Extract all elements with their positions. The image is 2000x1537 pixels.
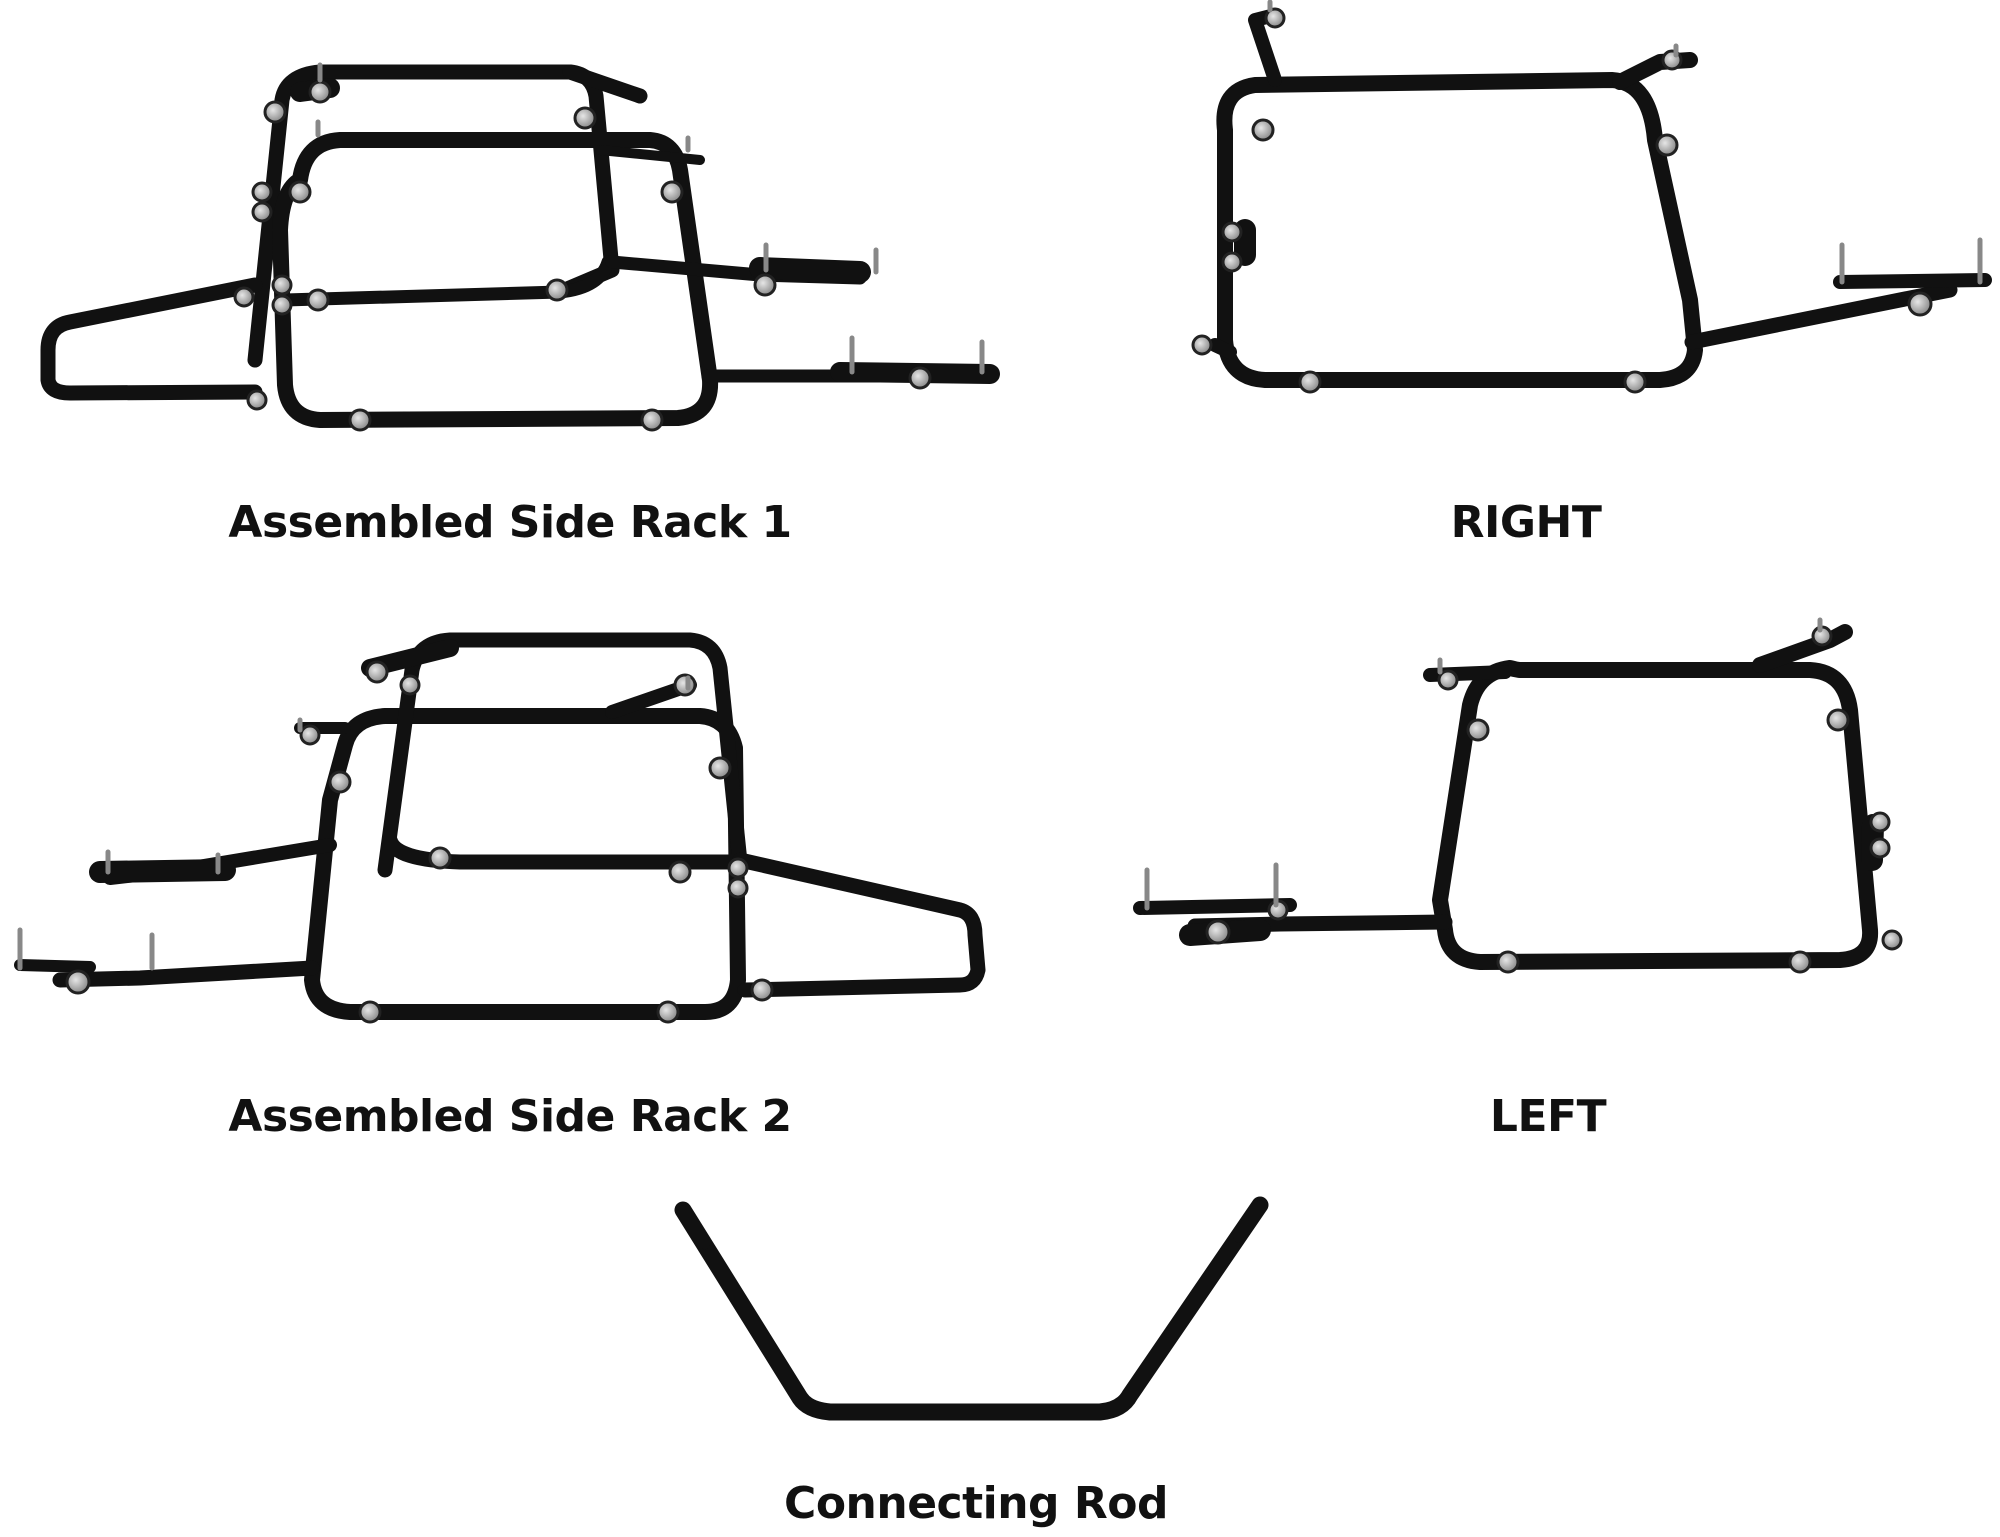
right-frame-studs [1267, 0, 1983, 285]
rack-2-bolts [65, 660, 774, 1024]
caption-right: RIGHT [1450, 497, 1602, 548]
connecting-rod [674, 1196, 1269, 1421]
rack-1-bolts [233, 80, 932, 432]
rack-1-studs [315, 62, 985, 375]
left-frame-studs [1144, 617, 1823, 911]
right-frame [1208, 8, 1992, 388]
caption-assembled-side-rack-1: Assembled Side Rack 1 [228, 497, 792, 548]
left-frame [1133, 624, 1884, 970]
assembled-side-rack-2 [14, 632, 986, 1020]
rack-2-studs [17, 675, 691, 971]
caption-connecting-rod: Connecting Rod [784, 1478, 1168, 1529]
caption-assembled-side-rack-2: Assembled Side Rack 2 [228, 1091, 792, 1142]
caption-left: LEFT [1489, 1091, 1607, 1142]
assembled-side-rack-1 [40, 64, 1000, 428]
right-frame-bolts [1191, 7, 1933, 394]
